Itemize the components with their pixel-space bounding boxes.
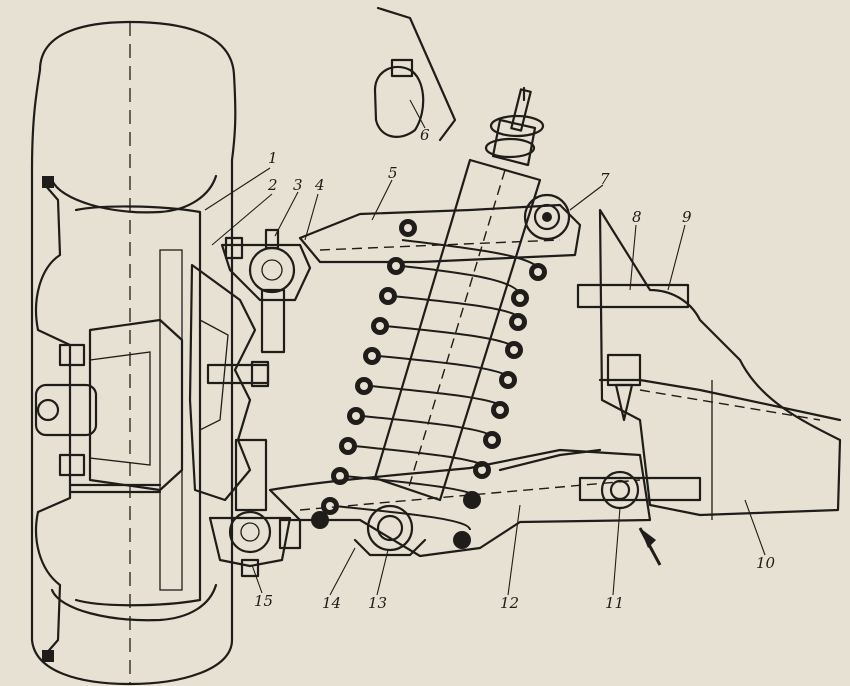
callout-8: 8 xyxy=(632,208,642,226)
leader-lines xyxy=(204,99,766,596)
callout-2: 2 xyxy=(267,176,278,194)
callout-11: 11 xyxy=(605,594,624,612)
callout-10: 10 xyxy=(756,554,776,572)
callout-6: 6 xyxy=(420,126,430,144)
upper-control-arm xyxy=(298,193,582,264)
callout-12: 12 xyxy=(500,594,519,612)
direction-arrow xyxy=(638,527,662,566)
tyre xyxy=(30,20,237,686)
callout-13: 13 xyxy=(368,594,387,612)
callout-4: 4 xyxy=(314,176,325,194)
callout-1: 1 xyxy=(268,149,278,167)
shock-absorber xyxy=(373,86,545,502)
cross-member xyxy=(576,208,842,520)
frame-bracket xyxy=(373,6,457,142)
callout-7: 7 xyxy=(600,170,610,188)
callout-15: 15 xyxy=(254,592,273,610)
hub-assembly xyxy=(34,249,184,591)
lower-control-arm xyxy=(268,448,652,558)
lower-ball-joint xyxy=(208,438,302,578)
wheel-rim xyxy=(34,176,202,662)
steering-knuckle xyxy=(188,263,270,502)
callout-labels: 1 2 3 4 5 6 7 8 9 10 11 12 13 14 15 xyxy=(254,126,776,612)
callout-9: 9 xyxy=(682,208,692,226)
upper-ball-joint xyxy=(220,228,312,354)
callout-5: 5 xyxy=(388,164,398,182)
callout-3: 3 xyxy=(293,176,303,194)
callout-14: 14 xyxy=(322,594,341,612)
